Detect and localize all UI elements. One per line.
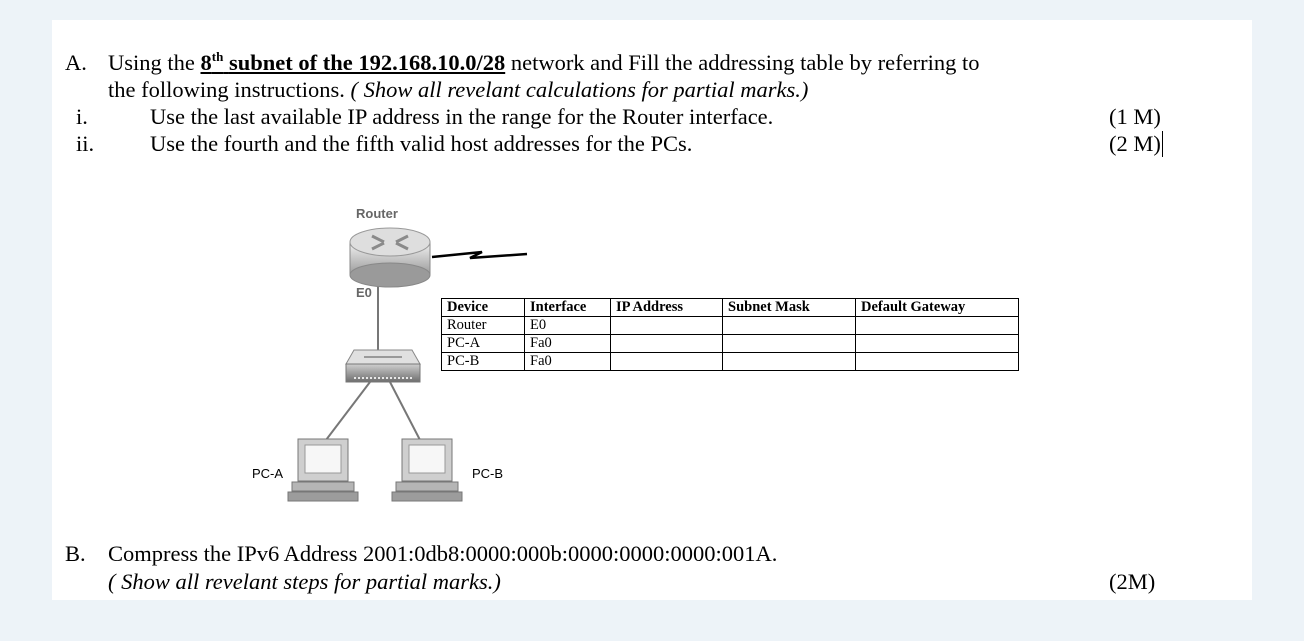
- cell-default-gateway[interactable]: [855, 352, 1019, 371]
- cell-interface: E0: [524, 316, 611, 335]
- col-header-default-gateway: Default Gateway: [855, 298, 1019, 317]
- part-a-line1: Using the 8th subnet of the 192.168.10.0…: [108, 50, 979, 76]
- item-i-text: Use the last available IP address in the…: [150, 104, 774, 129]
- col-header-device: Device: [441, 298, 525, 317]
- col-header-interface: Interface: [524, 298, 611, 317]
- part-b-line1: Compress the IPv6 Address 2001:0db8:0000…: [108, 541, 778, 566]
- part-a-line2: the following instructions. ( Show all r…: [108, 77, 808, 103]
- col-header-ip-address: IP Address: [610, 298, 723, 317]
- item-ii-text: Use the fourth and the fifth valid host …: [150, 131, 693, 156]
- ordinal-suffix: th: [211, 49, 224, 64]
- router-icon: [349, 227, 431, 288]
- subnet-text: subnet of the 192.168.10.0/28: [228, 50, 506, 75]
- switch-pc-b-link: [389, 381, 421, 441]
- part-a-subnet-emphasis: 8th subnet of the 192.168.10.0/28: [201, 50, 506, 75]
- table-row: Router E0: [441, 316, 1019, 335]
- table-header-row: Device Interface IP Address Subnet Mask …: [441, 298, 1019, 317]
- table-row: PC-A Fa0: [441, 334, 1019, 353]
- part-b-line2: ( Show all revelant steps for partial ma…: [108, 569, 501, 594]
- part-b-marks: (2M): [1109, 569, 1156, 594]
- network-diagram: [287, 227, 528, 502]
- cell-subnet-mask[interactable]: [722, 334, 856, 353]
- col-header-subnet-mask: Subnet Mask: [722, 298, 856, 317]
- part-b-letter: B.: [65, 541, 86, 566]
- addressing-table: Device Interface IP Address Subnet Mask …: [441, 298, 1019, 371]
- cell-subnet-mask[interactable]: [722, 316, 856, 335]
- part-a-line1-pre: Using the: [108, 50, 201, 75]
- switch-pc-a-link: [325, 381, 371, 441]
- router-interface-label: E0: [356, 285, 372, 300]
- pc-b-label: PC-B: [472, 466, 504, 481]
- cell-interface: Fa0: [524, 352, 611, 371]
- part-a-line1-post: network and Fill the addressing table by…: [505, 50, 980, 75]
- switch-icon: [345, 349, 421, 383]
- cell-ip-address[interactable]: [610, 334, 723, 353]
- item-ii-number: ii.: [76, 131, 95, 156]
- table-row: PC-B Fa0: [441, 352, 1019, 371]
- item-ii-marks: (2 M): [1109, 131, 1163, 157]
- ordinal: 8: [200, 50, 212, 75]
- cell-device: PC-B: [441, 352, 525, 371]
- item-i-marks: (1 M): [1109, 104, 1161, 129]
- item-ii-marks-value: (2 M): [1109, 131, 1161, 156]
- pc-a-label: PC-A: [252, 466, 284, 481]
- cell-ip-address[interactable]: [610, 352, 723, 371]
- router-label: Router: [356, 206, 398, 221]
- part-a-line2-plain: the following instructions.: [108, 77, 351, 102]
- pc-a-icon: [287, 438, 359, 502]
- document-page: A. Using the 8th subnet of the 192.168.1…: [52, 20, 1252, 600]
- text-cursor: [1161, 131, 1163, 157]
- pc-b-icon: [391, 438, 463, 502]
- cell-default-gateway[interactable]: [855, 316, 1019, 335]
- cell-ip-address[interactable]: [610, 316, 723, 335]
- part-a-line2-italic: ( Show all revelant calculations for par…: [350, 77, 809, 102]
- serial-link-zigzag: [431, 250, 528, 260]
- cell-device: Router: [441, 316, 525, 335]
- cell-device: PC-A: [441, 334, 525, 353]
- part-a-letter: A.: [65, 50, 87, 75]
- cell-interface: Fa0: [524, 334, 611, 353]
- item-i-number: i.: [76, 104, 88, 129]
- cell-subnet-mask[interactable]: [722, 352, 856, 371]
- cell-default-gateway[interactable]: [855, 334, 1019, 353]
